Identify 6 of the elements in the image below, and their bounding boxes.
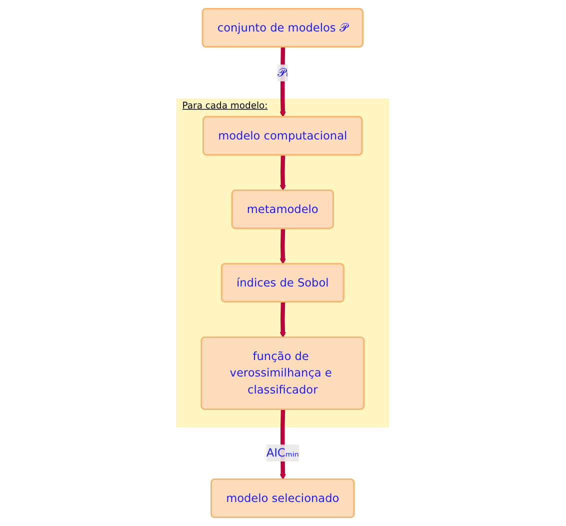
edge-label: AICₘᵢₙ [266,446,300,460]
arrow [280,228,286,264]
arrow [280,302,286,338]
arrow [280,47,286,118]
edge-label: 𝒫ᵢ [278,66,288,80]
arrow [280,155,286,191]
